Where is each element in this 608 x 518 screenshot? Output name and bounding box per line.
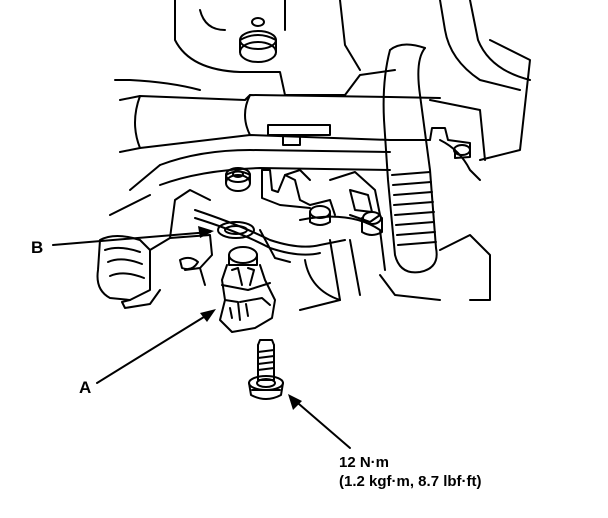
coolant-hose [382, 43, 438, 274]
fuel-rail [109, 94, 441, 216]
left-manifold [96, 189, 213, 309]
connector-right [329, 171, 383, 236]
leader-line-b [52, 231, 211, 246]
cap-fitting [239, 17, 277, 63]
arrowhead-a [200, 309, 216, 322]
rail-bracket [267, 124, 471, 159]
leader-line-torque [291, 397, 351, 449]
wiring-harness [194, 209, 346, 263]
arrowhead-torque [288, 394, 302, 410]
upper-bolt [225, 167, 251, 192]
sensor-bracket [261, 169, 336, 226]
o-ring-washer [217, 221, 255, 239]
leader-lines [52, 231, 351, 449]
arrowhead-b [198, 226, 214, 238]
sensor [219, 246, 276, 333]
mounting-bolt [248, 339, 284, 400]
lower-block [299, 215, 491, 311]
torque-spec: 12 N·m (1.2 kgf·m, 8.7 lbf·ft) [339, 453, 482, 491]
torque-value-imperial: (1.2 kgf·m, 8.7 lbf·ft) [339, 473, 482, 490]
torque-value-metric: 12 N·m [339, 454, 390, 471]
callout-b: B [31, 238, 44, 257]
leader-line-a [96, 311, 213, 384]
callout-a: A [79, 378, 92, 397]
